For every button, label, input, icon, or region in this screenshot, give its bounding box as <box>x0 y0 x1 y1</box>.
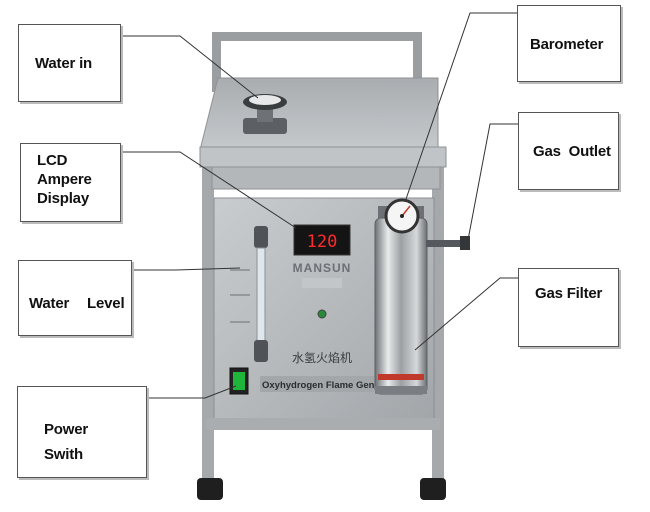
lcd-display: 120 <box>293 224 351 256</box>
leg-left <box>202 150 214 480</box>
label-lcd-line3: Display <box>37 189 89 207</box>
label-lcd-line2: Ampere <box>37 170 92 188</box>
top-rail <box>199 146 447 168</box>
label-power-line1: Power <box>44 421 89 438</box>
indicator-light <box>317 309 327 319</box>
gas-filter-cylinder <box>374 206 428 395</box>
label-water-level: Water Level <box>18 260 132 336</box>
leader-lines <box>122 12 518 399</box>
label-power-switch: Power Swith <box>17 386 147 478</box>
label-barometer: Barometer <box>517 5 621 82</box>
water-level-tube <box>230 226 268 362</box>
label-barometer-text: Barometer <box>530 36 604 53</box>
gas-outlet-pipe <box>426 236 470 250</box>
power-switch[interactable] <box>229 367 249 395</box>
label-gas-outlet: Gas Outlet <box>518 112 619 190</box>
label-water-level-text: Water Level <box>29 295 125 312</box>
label-power-line2: Swith <box>44 445 83 463</box>
carry-handle <box>212 32 422 92</box>
wheel-right <box>420 478 446 500</box>
bottom-rail <box>206 418 440 430</box>
label-gas-outlet-text: Gas Outlet <box>533 143 611 160</box>
barometer-gauge <box>384 198 420 234</box>
label-water-in-text: Water in <box>35 55 93 72</box>
lcd-value: 120 <box>307 232 338 252</box>
label-gas-filter-text: Gas Filter <box>535 285 603 302</box>
water-cap <box>243 94 287 134</box>
leg-right <box>432 150 444 480</box>
top-cover <box>199 77 439 151</box>
wheel-left <box>197 478 223 500</box>
label-lcd-line1: LCD <box>37 152 68 169</box>
label-water-in: Water in <box>18 24 121 102</box>
product-name: Oxyhydrogen Flame Gene <box>262 380 380 391</box>
label-lcd-ampere-display: LCD Ampere Display <box>20 143 121 222</box>
chinese-name: 水氢火焰机 <box>292 350 352 365</box>
label-gas-filter: Gas Filter <box>518 268 619 347</box>
brand-name: MANSUN <box>293 261 352 275</box>
